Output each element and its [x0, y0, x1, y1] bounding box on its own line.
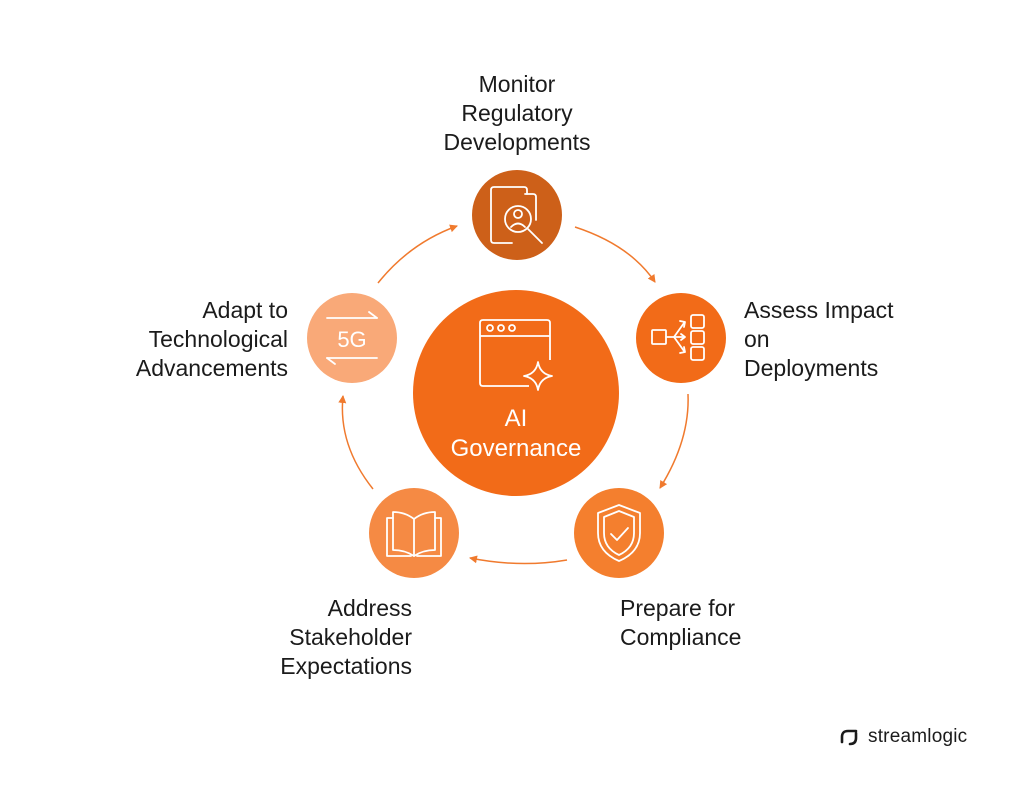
flow-branch-icon: [651, 314, 705, 361]
step-label-prepare-line-2: Compliance: [620, 624, 742, 650]
step-label-assess-line-2: on: [744, 326, 770, 352]
step-label-monitor-line-1: Monitor: [478, 71, 556, 97]
step-node-assess: [636, 293, 726, 383]
step-label-address-line-1: Address: [327, 595, 412, 621]
step-node-adapt: 5G: [307, 293, 397, 383]
step-label-assess-line-3: Deployments: [744, 355, 879, 381]
center-circle: [413, 290, 619, 496]
step-label-assess-line-1: Assess Impact: [744, 297, 894, 323]
step-label-address-line-3: Expectations: [280, 653, 412, 679]
step-label-assess: Assess Impact on Deployments: [744, 296, 894, 383]
brand-logo: streamlogic: [838, 723, 967, 751]
arrow-address-to-adapt: [338, 395, 374, 490]
step-label-prepare: Prepare for Compliance: [620, 594, 741, 652]
arrow-prepare-to-address: [469, 555, 568, 565]
open-book-icon: [386, 511, 442, 557]
step-label-address: Address Stakeholder Expectations: [262, 594, 412, 681]
step-label-adapt-line-3: Advancements: [135, 355, 288, 381]
arrow-adapt-to-monitor: [377, 224, 458, 284]
center-title: AI Governance: [413, 404, 619, 464]
step-label-monitor-line-2: Regulatory: [461, 100, 573, 126]
step-label-monitor: Monitor Regulatory Developments: [410, 70, 624, 157]
step-label-adapt-line-2: Technological: [148, 326, 288, 352]
brand-name: streamlogic: [868, 726, 968, 747]
step-label-monitor-line-3: Developments: [443, 129, 591, 155]
step-label-prepare-line-1: Prepare for: [620, 595, 736, 621]
5g-arrows-icon: 5G: [326, 311, 378, 365]
5g-text: 5G: [337, 327, 366, 352]
browser-window-sparkle-icon: [479, 319, 553, 391]
step-label-adapt-line-1: Adapt to: [202, 297, 288, 323]
step-node-address: [369, 488, 459, 578]
center-title-line-2: Governance: [450, 435, 582, 462]
shield-check-icon: [597, 504, 641, 562]
document-magnifier-icon: [490, 186, 543, 244]
center-title-line-1: AI: [504, 405, 528, 432]
step-label-address-line-2: Stakeholder: [289, 624, 412, 650]
step-label-adapt: Adapt to Technological Advancements: [108, 296, 288, 383]
streamlogic-logo-icon: [840, 729, 858, 746]
step-node-prepare: [574, 488, 664, 578]
arrow-monitor-to-assess: [574, 226, 656, 283]
step-node-monitor: [472, 170, 562, 260]
arrow-assess-to-prepare: [659, 393, 689, 489]
